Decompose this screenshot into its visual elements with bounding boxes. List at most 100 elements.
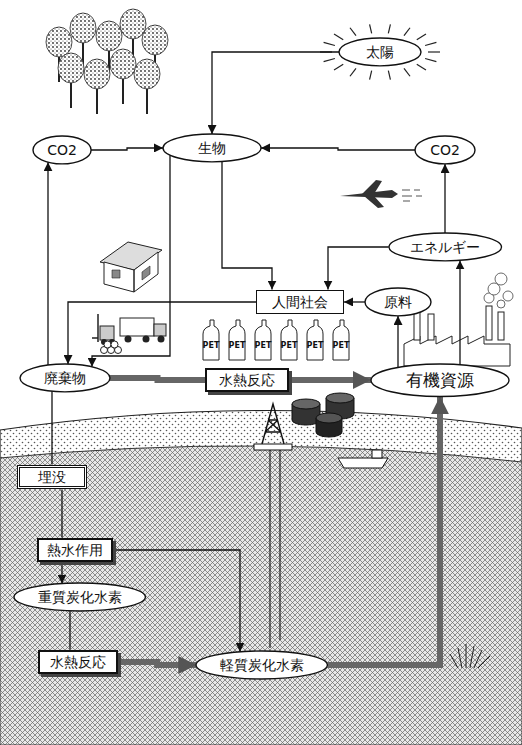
co2-ellipse: CO2 (32, 135, 92, 165)
ellipse-shape (339, 38, 421, 66)
sun-ray (404, 68, 410, 76)
node-text: 廃棄物 (44, 370, 86, 387)
bottle-label: PET (333, 341, 350, 350)
ellipse-shape (196, 651, 327, 679)
sun-ray (425, 42, 436, 45)
bottle-label: PET (281, 341, 298, 350)
sun-ray (425, 58, 436, 61)
vehicles (92, 314, 166, 354)
node-text: 軽質炭化水素 (220, 657, 304, 674)
logs (101, 341, 122, 354)
flow-arrow (459, 260, 460, 364)
flow-arrow (261, 148, 415, 150)
truck-cab (154, 324, 166, 336)
chimney (486, 306, 492, 340)
pet-bottle (281, 320, 297, 360)
energy-ellipse: エネルギー (388, 232, 503, 262)
truck-body (120, 318, 154, 336)
sun-ray (404, 28, 410, 36)
tank-top (292, 399, 320, 409)
process-box: 熱水作用 (37, 538, 113, 563)
factory (404, 273, 513, 366)
node-label: CO2 (47, 142, 77, 159)
oil-rig (254, 404, 292, 648)
tanks (292, 393, 354, 437)
node-label: 人間社会 (272, 294, 328, 311)
ellipse-shape (365, 288, 431, 316)
flow-arrow (51, 391, 52, 464)
ship-hull (338, 458, 388, 468)
process-box: 水熱反応 (38, 650, 118, 675)
flow-arrow (47, 162, 48, 365)
sun-ray (324, 42, 335, 45)
flow-arrow (61, 562, 62, 583)
node-label: 廃棄物 (44, 370, 86, 387)
pet-bottle (307, 320, 323, 360)
process-box: 水熱反応 (205, 368, 289, 393)
sun-ray (324, 58, 335, 61)
grass (450, 644, 490, 668)
node-label: 熱水作用 (47, 542, 103, 559)
pet-bottle (333, 320, 349, 360)
node-label: エネルギー (410, 239, 480, 256)
co2-ellipse: CO2 (414, 135, 476, 165)
house-wall (104, 252, 158, 292)
node-label: 水熱反応 (50, 654, 106, 671)
pet-bottle (229, 320, 245, 360)
sun-ray (417, 34, 426, 40)
flow-arrow (92, 155, 170, 367)
tree (84, 59, 110, 114)
bottle-label: PET (229, 341, 246, 350)
tree (58, 53, 84, 108)
sun-ray (334, 64, 343, 70)
node-label: CO2 (430, 142, 460, 159)
flow-arrow (444, 164, 445, 233)
tree (110, 49, 136, 104)
ground (0, 410, 522, 745)
sun-ray (370, 24, 372, 33)
ellipse-shape (163, 134, 261, 162)
ellipse-shape (371, 364, 509, 397)
flow-arrow (344, 301, 365, 302)
chimney (428, 314, 434, 340)
resource-ellipse: 有機資源 (370, 363, 510, 398)
flow-arrow (69, 611, 70, 650)
node-text: 有機資源 (406, 370, 474, 390)
node-text: 水熱反応 (50, 654, 106, 671)
sun-ray (428, 51, 440, 52)
society-box: 人間社会 (256, 290, 344, 315)
house-window (112, 266, 150, 280)
sun-ray (388, 71, 390, 80)
chimney (498, 312, 504, 340)
forest (46, 9, 168, 114)
node-label: 生物 (198, 140, 226, 157)
ellipse-shape (389, 233, 502, 261)
sun-ray (417, 64, 426, 70)
flow-arrow (222, 162, 272, 290)
rig-tower (262, 404, 284, 444)
pet-bottle (203, 320, 219, 360)
bottle-label: PET (307, 341, 324, 350)
node-text: エネルギー (410, 239, 480, 256)
airplane (340, 180, 422, 208)
thick-arrow (110, 378, 205, 380)
oil-well (270, 446, 280, 648)
node-text: 原料 (384, 294, 412, 311)
node-text: CO2 (430, 142, 460, 159)
bottle-label: PET (255, 341, 272, 350)
material-ellipse: 原料 (364, 287, 432, 317)
node-label: 軽質炭化水素 (220, 657, 304, 674)
node-label: 太陽 (366, 44, 394, 61)
ellipse-shape (415, 136, 475, 164)
airplane-wing (362, 180, 384, 208)
sun-ellipse: 太陽 (338, 37, 422, 67)
thick-arrow (118, 662, 196, 665)
flow-arrow (61, 489, 62, 537)
house (100, 242, 162, 292)
thick-arrow (328, 396, 440, 665)
node-text: 生物 (198, 140, 226, 157)
rig-platform (254, 444, 292, 450)
sun-ray (388, 24, 390, 33)
